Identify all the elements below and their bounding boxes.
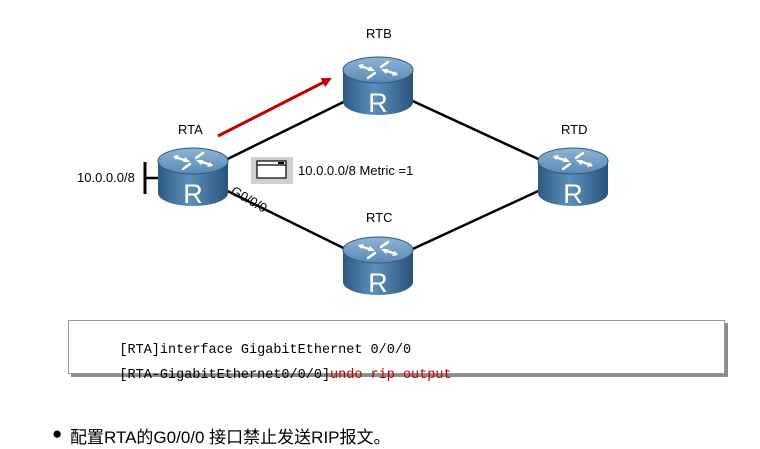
command-highlight: undo rip output [330, 368, 452, 383]
packet-icon [251, 157, 293, 184]
command-line-2: [RTA-GigabitEthernet0/0/0]undo rip outpu… [87, 353, 452, 398]
router-label-rtd: RTD [561, 122, 588, 137]
command-line-1: [RTA]interface GigabitEthernet 0/0/0 [87, 328, 411, 373]
router-label-rta: RTA [178, 122, 203, 137]
bullet-marker: ● [52, 424, 63, 443]
arrow-icon [217, 77, 332, 138]
command-box: [RTA]interface GigabitEthernet 0/0/0 [RT… [68, 320, 725, 383]
command-prompt: [RTA-GigabitEthernet0/0/0] [119, 368, 331, 383]
network-label: 10.0.0.0/8 [77, 170, 135, 185]
router-label-rtb: RTB [366, 26, 392, 41]
command-text-1: [RTA]interface GigabitEthernet 0/0/0 [119, 343, 412, 358]
router-glyph-rtc: R [368, 268, 388, 298]
router-glyph-rtd: R [563, 179, 583, 209]
network-diagram: R R R R [143, 55, 610, 298]
router-label-rtc: RTC [366, 210, 393, 225]
router-glyph-rta: R [183, 179, 203, 209]
router-glyph-rtb: R [368, 88, 388, 118]
update-label: 10.0.0.0/8 Metric =1 [298, 163, 414, 178]
bullet-text: 配置RTA的G0/0/0 接口禁止发送RIP报文。 [70, 428, 391, 447]
